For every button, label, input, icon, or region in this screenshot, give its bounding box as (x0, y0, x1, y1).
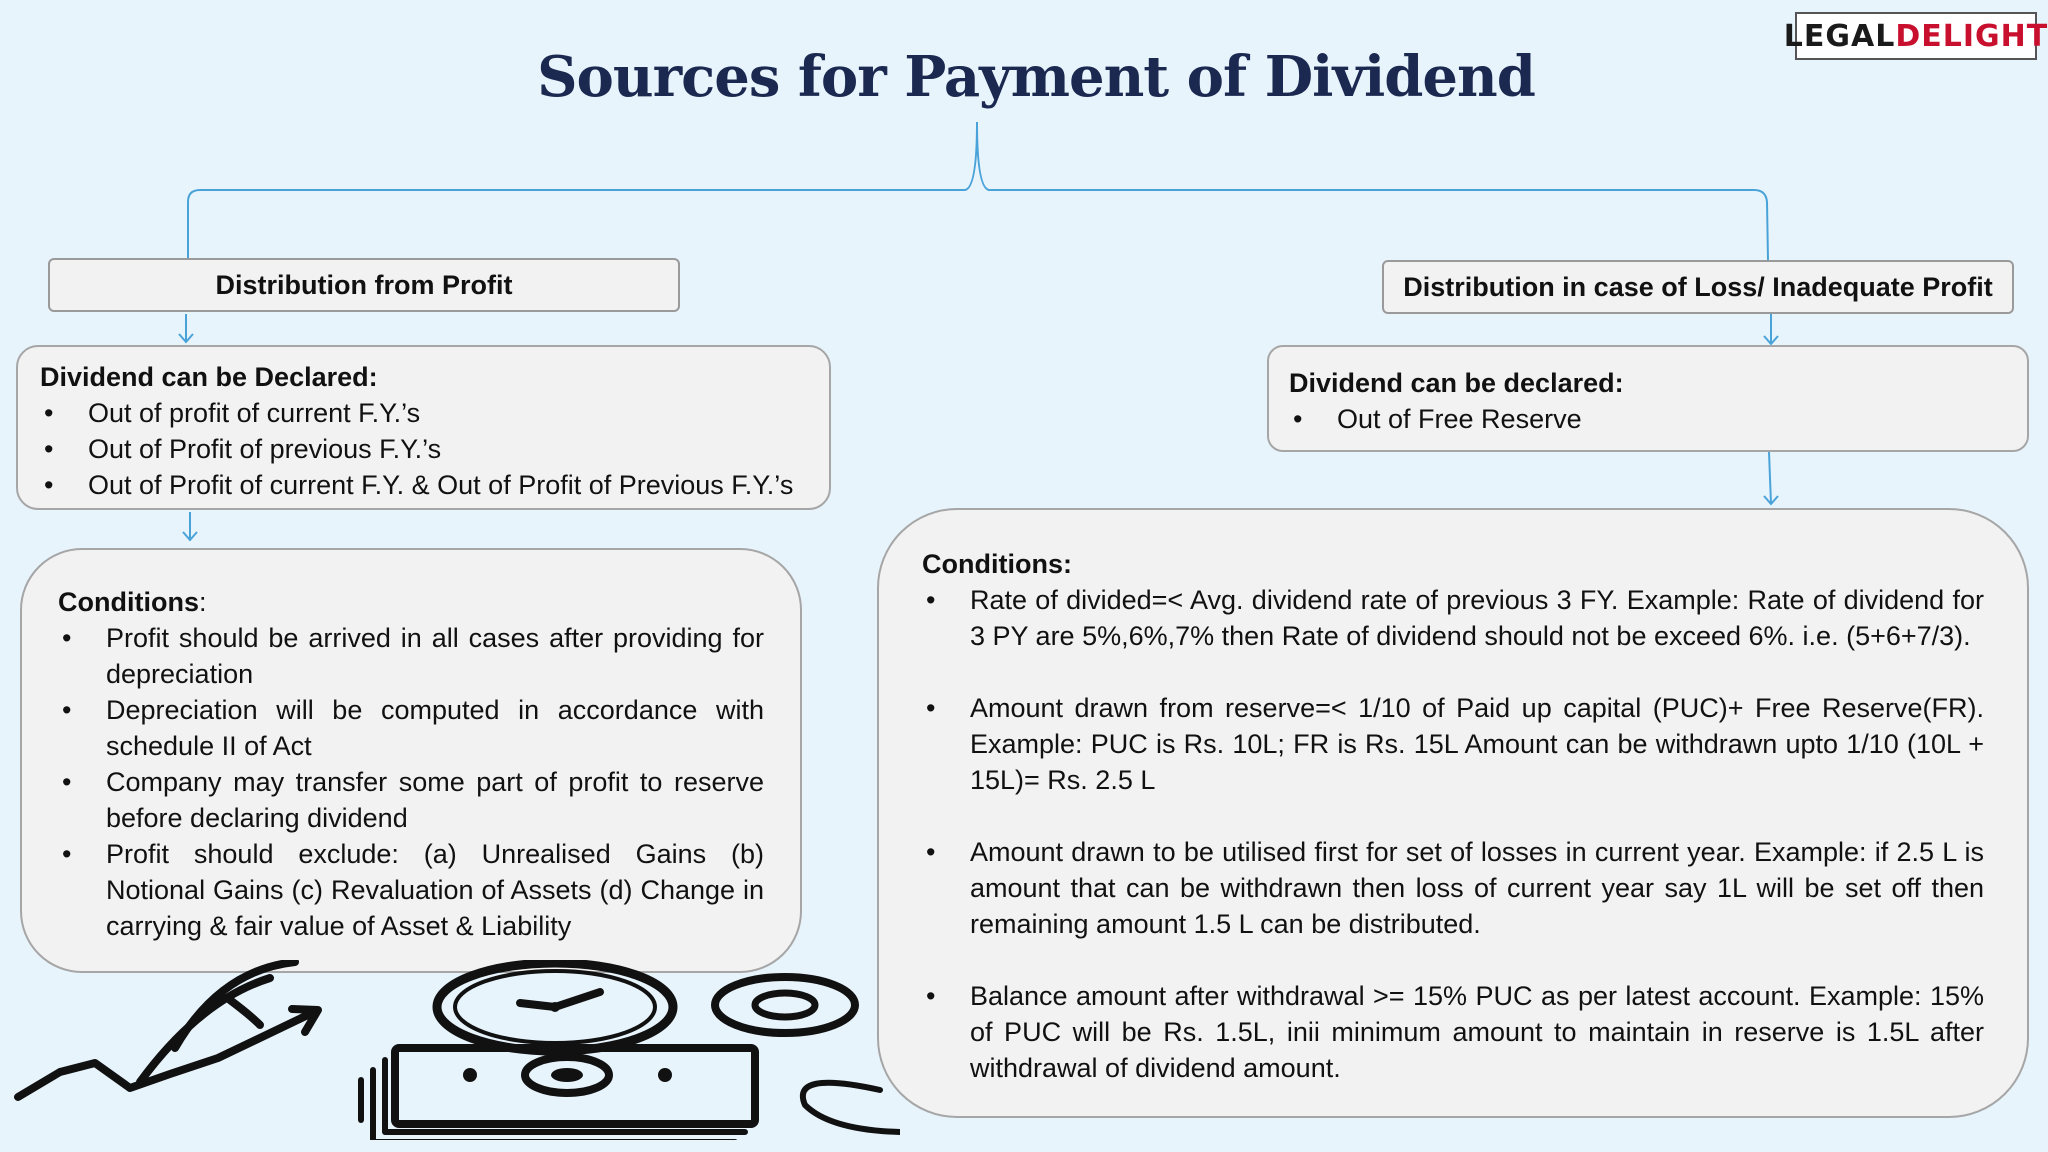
left-conditions-list: Profit should be arrived in all cases af… (58, 620, 764, 944)
right-declared-box: Dividend can be declared: Out of Free Re… (1267, 345, 2029, 452)
distribution-from-profit-label: Distribution from Profit (215, 269, 513, 300)
list-item: Out of Profit of current F.Y. & Out of P… (40, 467, 807, 503)
list-item: Balance amount after withdrawal >= 15% P… (922, 978, 1984, 1086)
right-conditions-list: Rate of divided=< Avg. dividend rate of … (922, 582, 1984, 1086)
list-item: Out of Free Reserve (1289, 401, 2007, 437)
list-item: Amount drawn to be utilised first for se… (922, 834, 1984, 942)
left-conditions-heading: Conditions: (58, 587, 207, 617)
right-conditions-heading: Conditions: (922, 549, 1072, 579)
list-item: Profit should exclude: (a) Unrealised Ga… (58, 836, 764, 944)
left-declared-list: Out of profit of current F.Y.’s Out of P… (40, 395, 807, 503)
distribution-from-profit-box: Distribution from Profit (48, 258, 680, 312)
distribution-loss-label: Distribution in case of Loss/ Inadequate… (1403, 271, 1993, 302)
list-item: Profit should be arrived in all cases af… (58, 620, 764, 692)
list-item: Rate of divided=< Avg. dividend rate of … (922, 582, 1984, 654)
list-item: Out of profit of current F.Y.’s (40, 395, 807, 431)
list-item: Depreciation will be computed in accorda… (58, 692, 764, 764)
right-declared-list: Out of Free Reserve (1289, 401, 2007, 437)
distribution-loss-box: Distribution in case of Loss/ Inadequate… (1382, 260, 2014, 314)
list-item: Amount drawn from reserve=< 1/10 of Paid… (922, 690, 1984, 798)
left-declared-box: Dividend can be Declared: Out of profit … (16, 345, 831, 510)
list-item: Company may transfer some part of profit… (58, 764, 764, 836)
right-declared-heading: Dividend can be declared: (1289, 368, 1624, 398)
page-title: Sources for Payment of Dividend (537, 44, 1536, 110)
left-conditions-box: Conditions: Profit should be arrived in … (20, 548, 802, 973)
finance-illustration-icon (14, 960, 900, 1140)
left-declared-heading: Dividend can be Declared: (40, 362, 378, 392)
list-item: Out of Profit of previous F.Y.’s (40, 431, 807, 467)
right-conditions-box: Conditions: Rate of divided=< Avg. divid… (877, 508, 2029, 1118)
